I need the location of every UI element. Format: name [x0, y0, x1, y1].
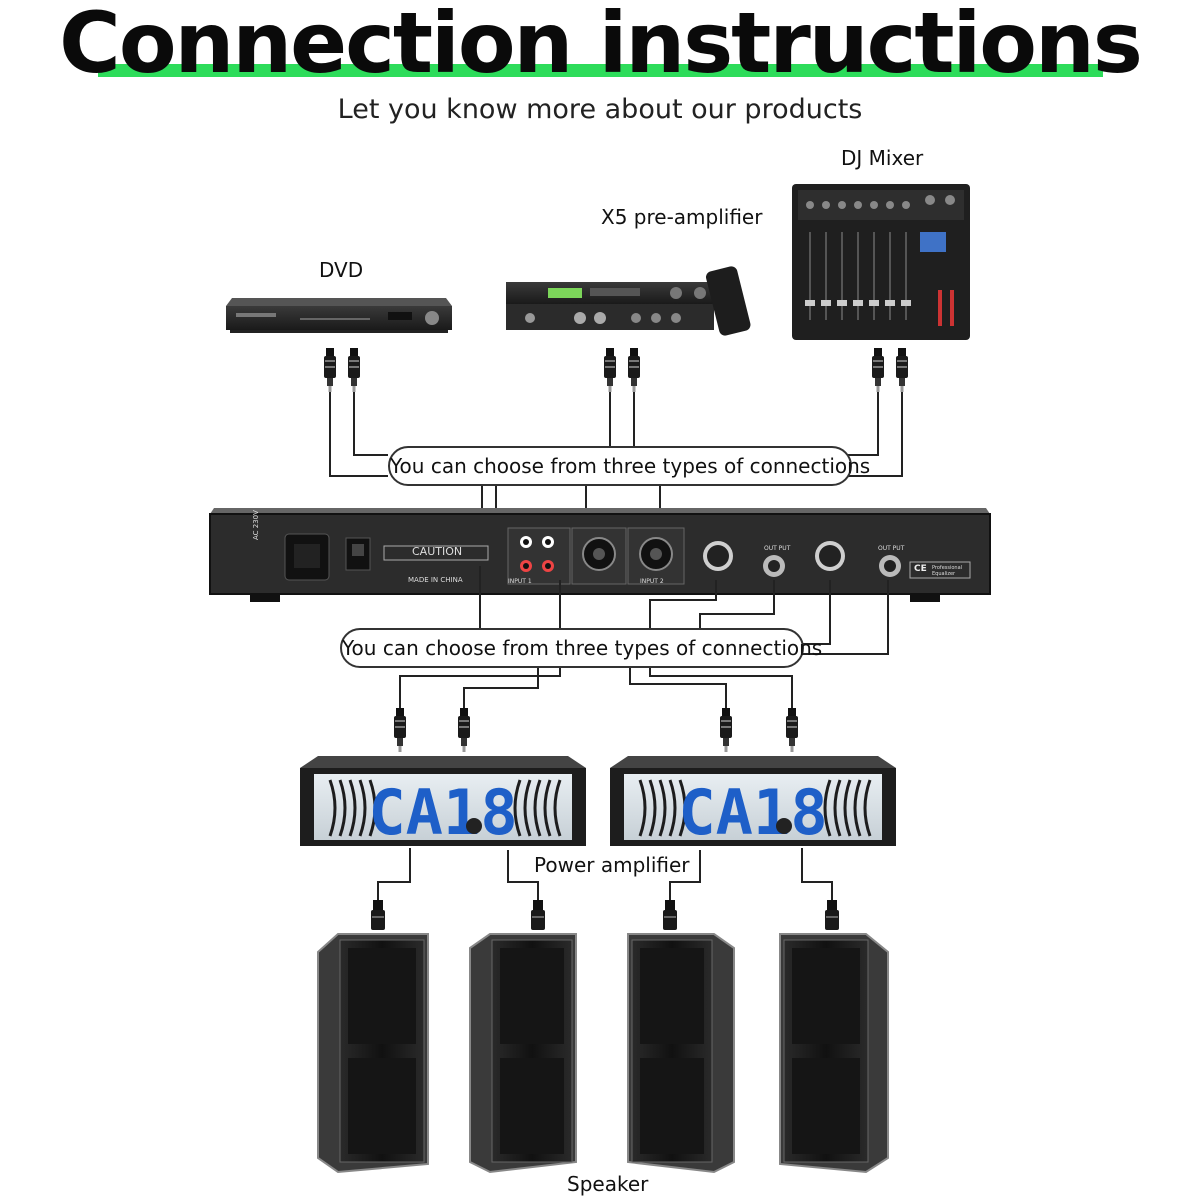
mixer-label: DJ Mixer: [841, 146, 924, 170]
output-cables: [399, 566, 889, 710]
equalizer-brand-note: Professional Equalizer: [932, 565, 963, 577]
speaker-3: [627, 933, 735, 1174]
speaker-cables: [377, 848, 833, 902]
dj-mixer: [792, 184, 970, 340]
input2-label: INPUT 2: [640, 578, 664, 585]
title-underline: [98, 64, 1103, 77]
input1-label: INPUT 1: [508, 578, 532, 585]
page-title: Connection instructions: [59, 0, 1143, 92]
speaker-4: [779, 933, 889, 1174]
power-amplifier-label: Power amplifier: [534, 853, 690, 877]
amp-model-right: CA18: [678, 776, 827, 849]
caution-label: CAUTION: [412, 545, 463, 558]
speaker-1: [317, 933, 429, 1174]
power-rating-label: AC 230V: [252, 510, 260, 540]
dvd-player: [226, 298, 452, 333]
output-label-b: OUT PUT: [878, 545, 905, 552]
power-amplifier-left: CA18: [300, 756, 586, 849]
output-label-a: OUT PUT: [764, 545, 791, 552]
ce-mark: CE: [914, 564, 927, 574]
dvd-label: DVD: [319, 258, 364, 282]
output-connections-note: You can choose from three types of conne…: [340, 628, 822, 668]
speaker-2: [469, 933, 577, 1174]
power-amplifier-right: CA18: [610, 756, 896, 849]
preamp-device: [506, 266, 751, 336]
preamp-label: X5 pre-amplifier: [601, 205, 763, 229]
amp-model-left: CA18: [368, 776, 517, 849]
input-connections-note: You can choose from three types of conne…: [388, 446, 870, 486]
page-subtitle: Let you know more about our products: [337, 94, 863, 125]
speaker-label: Speaker: [567, 1172, 649, 1196]
made-in-label: MADE IN CHINA: [408, 576, 463, 584]
equalizer-back-panel: [209, 508, 991, 602]
